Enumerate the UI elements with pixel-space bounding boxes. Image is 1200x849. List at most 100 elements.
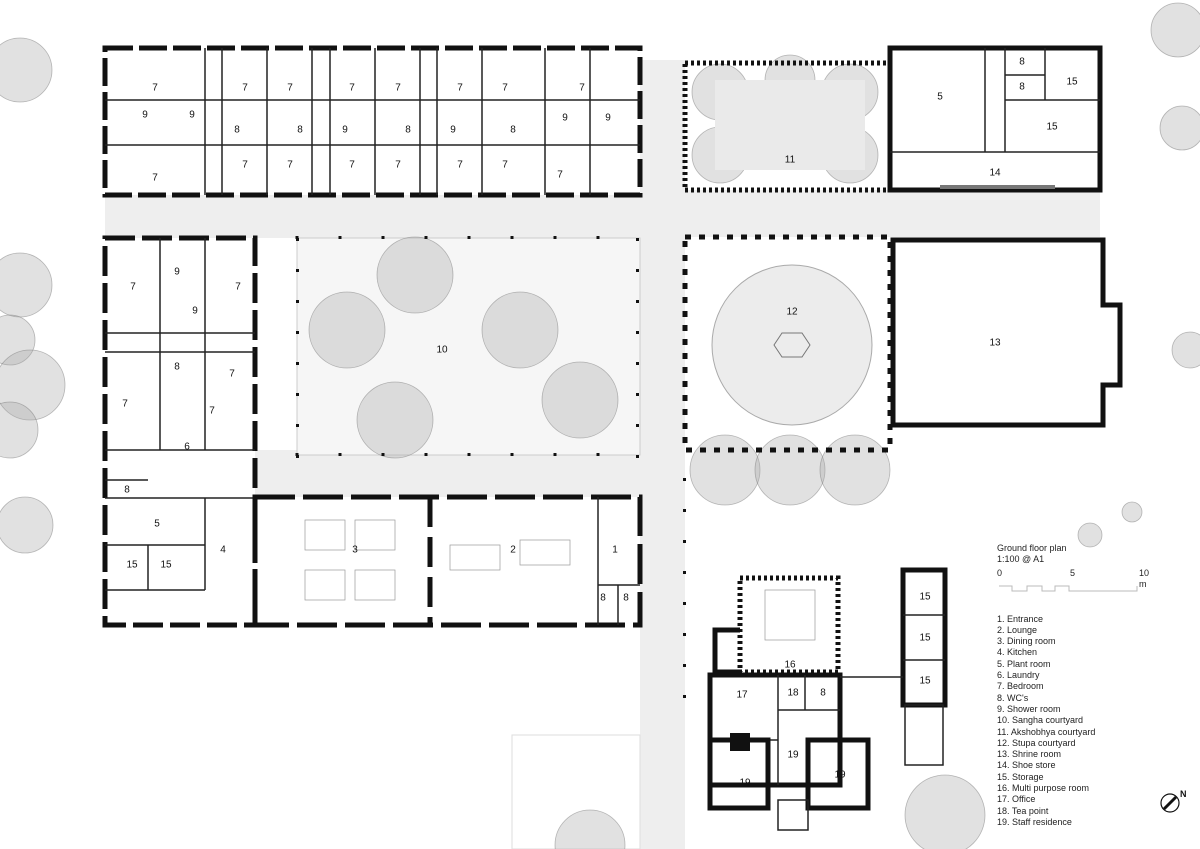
column bbox=[338, 453, 342, 456]
column bbox=[510, 453, 514, 456]
legend-item: 18. Tea point bbox=[997, 805, 1049, 816]
room-number-label: 8 bbox=[510, 125, 516, 136]
room-number-label: 7 bbox=[235, 282, 241, 293]
room-number-label: 7 bbox=[130, 282, 136, 293]
column bbox=[295, 453, 299, 456]
room-number-label: 7 bbox=[242, 160, 248, 171]
legend-item: 8. WC's bbox=[997, 692, 1029, 703]
column bbox=[296, 269, 299, 272]
room-number-label: 9 bbox=[174, 267, 180, 278]
column bbox=[683, 664, 686, 667]
room-number-label: 7 bbox=[457, 83, 463, 94]
legend-item: 15. Storage bbox=[997, 771, 1044, 782]
room-number-label: 7 bbox=[579, 83, 585, 94]
column bbox=[296, 424, 299, 427]
tree bbox=[554, 809, 626, 849]
room-number-label: 19 bbox=[834, 770, 846, 781]
column bbox=[296, 331, 299, 334]
column bbox=[636, 362, 639, 365]
room-number-label: 7 bbox=[395, 83, 401, 94]
akshobhya-courtyard bbox=[682, 60, 893, 193]
tree bbox=[0, 496, 54, 554]
legend-item: 3. Dining room bbox=[997, 636, 1056, 647]
bedroom-block-north bbox=[102, 45, 643, 198]
room-number-label: 15 bbox=[1046, 122, 1058, 133]
bedroom-block-west bbox=[102, 235, 258, 628]
staff-complex bbox=[707, 567, 948, 831]
room-number-label: 15 bbox=[919, 633, 931, 644]
legend-item: 4. Kitchen bbox=[997, 647, 1038, 658]
legend-item: 2. Lounge bbox=[997, 624, 1038, 635]
plan-title: Ground floor plan bbox=[997, 543, 1067, 553]
dining-table bbox=[354, 519, 396, 551]
dining-block bbox=[252, 494, 816, 641]
room-number-label: 9 bbox=[142, 110, 148, 121]
room-number-label: 10 bbox=[436, 345, 448, 356]
room-number-label: 14 bbox=[989, 168, 1001, 179]
legend-item: 19. Staff residence bbox=[997, 816, 1072, 827]
north-arrow-circle bbox=[1160, 793, 1180, 813]
room-number-label: 15 bbox=[919, 592, 931, 603]
room-number-label: 18 bbox=[787, 688, 799, 699]
tree bbox=[308, 291, 386, 369]
column bbox=[683, 509, 686, 512]
column bbox=[381, 236, 385, 239]
room-number-label: 12 bbox=[786, 307, 798, 318]
sangha-courtyard-area bbox=[296, 237, 641, 456]
room-number-label: 15 bbox=[1066, 77, 1078, 88]
room-number-label: 8 bbox=[174, 362, 180, 373]
column bbox=[381, 453, 385, 456]
tree bbox=[1159, 105, 1200, 151]
column bbox=[683, 695, 686, 698]
legend-item: 11. Akshobhya courtyard bbox=[997, 726, 1096, 737]
room-number-label: 9 bbox=[192, 306, 198, 317]
room-number-label: 8 bbox=[234, 125, 240, 136]
column bbox=[636, 424, 639, 427]
tree bbox=[481, 291, 559, 369]
room-number-label: 19 bbox=[739, 778, 751, 789]
tree bbox=[541, 361, 619, 439]
room-number-label: 7 bbox=[209, 406, 215, 417]
legend-item: 9. Shower room bbox=[997, 703, 1061, 714]
tree bbox=[0, 252, 53, 318]
room-number-label: 7 bbox=[349, 83, 355, 94]
column bbox=[636, 238, 639, 241]
lounge-furniture bbox=[519, 539, 571, 566]
column bbox=[467, 236, 471, 239]
tree bbox=[689, 434, 761, 506]
room-number-label: 4 bbox=[220, 545, 226, 556]
legend-item: 14. Shoe store bbox=[997, 760, 1056, 771]
room-number-label: 7 bbox=[395, 160, 401, 171]
scale-end: 10 m bbox=[1139, 567, 1150, 589]
room-number-label: 8 bbox=[1019, 57, 1025, 68]
column bbox=[596, 453, 600, 456]
tree bbox=[1171, 331, 1200, 369]
legend-item: 17. Office bbox=[997, 794, 1036, 805]
column bbox=[636, 269, 639, 272]
dining-table bbox=[304, 569, 346, 601]
scale-bar: 0 5 10 m bbox=[997, 567, 1150, 592]
room-number-label: 7 bbox=[287, 160, 293, 171]
room-number-label: 7 bbox=[287, 83, 293, 94]
room-number-label: 13 bbox=[989, 338, 1001, 349]
room-number-label: 7 bbox=[242, 83, 248, 94]
room-number-label: 7 bbox=[122, 399, 128, 410]
legend-item: 12. Stupa courtyard bbox=[997, 737, 1076, 748]
room-number-label: 6 bbox=[184, 442, 190, 453]
dining-table bbox=[354, 569, 396, 601]
room-number-label: 5 bbox=[937, 92, 943, 103]
room-number-label: 7 bbox=[152, 83, 158, 94]
column bbox=[683, 633, 686, 636]
column bbox=[296, 300, 299, 303]
north-arrow: N bbox=[1160, 789, 1187, 813]
plan-scale: 1:100 @ A1 bbox=[997, 554, 1045, 565]
column bbox=[296, 393, 299, 396]
room-number-label: 8 bbox=[600, 593, 606, 604]
lounge-furniture bbox=[449, 544, 501, 571]
column bbox=[636, 393, 639, 396]
room-number-label: 8 bbox=[820, 688, 826, 699]
tree bbox=[1077, 522, 1103, 548]
room-number-label: 15 bbox=[126, 560, 138, 571]
room-number-label: 15 bbox=[160, 560, 172, 571]
